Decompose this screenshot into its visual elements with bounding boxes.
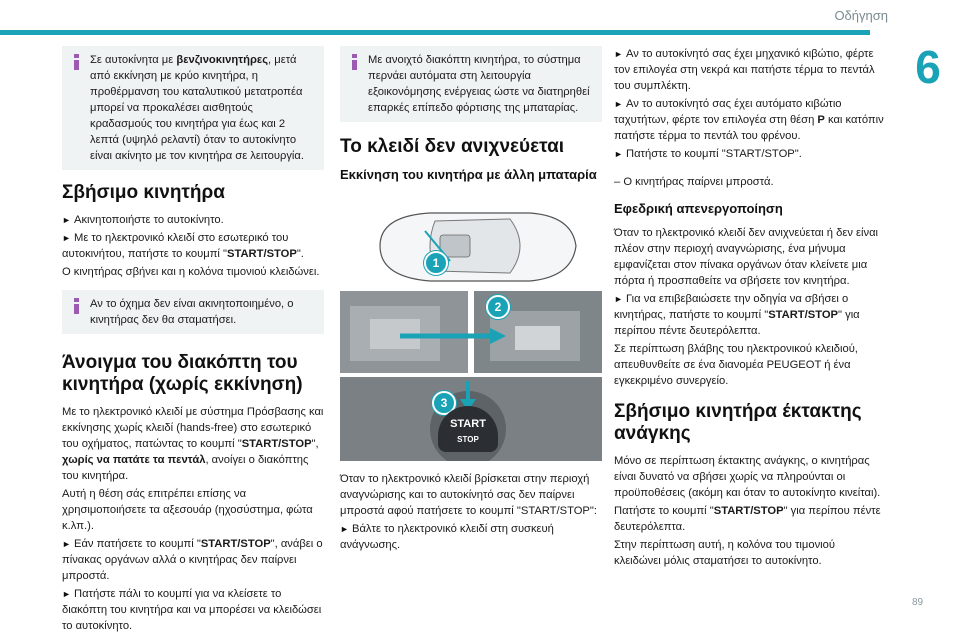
info-icon xyxy=(348,54,360,70)
paragraph: Όταν το ηλεκτρονικό κλειδί βρίσκεται στη… xyxy=(340,473,597,517)
start-stop-button-illustration: START STOP xyxy=(438,406,498,452)
column-2: Με ανοιχτό διακόπτη κινητήρα, το σύστημα… xyxy=(340,46,602,555)
section-title: Οδήγηση xyxy=(834,8,888,23)
list-item: ►Με το ηλεκτρονικό κλειδί στο εσωτερικό … xyxy=(62,232,304,260)
bullet-icon: ► xyxy=(62,589,71,599)
paragraph: Με το ηλεκτρονικό κλειδί με σύστημα Πρόσ… xyxy=(62,406,324,482)
list-item: ►Αν το αυτοκίνητό σας έχει αυτόματο κιβώ… xyxy=(614,98,884,142)
chapter-number: 6 xyxy=(915,41,941,93)
heading-emergency-stop: Σβήσιμο κινητήρα έκτακτης ανάγκης xyxy=(614,401,862,444)
illustration-svg xyxy=(340,191,602,461)
list-item: ►Εάν πατήσετε το κουμπί "START/STOP", αν… xyxy=(62,538,323,582)
heading-ignition: Άνοιγμα του διακόπτη του κινητήρα (χωρίς… xyxy=(62,352,303,395)
info-note: Σε αυτοκίνητα με βενζινοκινητήρες, μετά … xyxy=(62,46,324,170)
heading-start-other-battery: Εκκίνηση του κινητήρα με άλλη μπαταρία xyxy=(340,167,597,182)
heading-key-not-detected: Το κλειδί δεν ανιχνεύεται xyxy=(340,136,565,157)
heading-engine-stop: Σβήσιμο κινητήρα xyxy=(62,182,225,203)
page-number: 89 xyxy=(912,597,924,608)
info-note: Με ανοιχτό διακόπτη κινητήρα, το σύστημα… xyxy=(340,46,602,122)
bullet-icon: ► xyxy=(62,233,71,243)
top-bar xyxy=(0,30,870,35)
bullet-icon: ► xyxy=(614,99,623,109)
paragraph: Πατήστε το κουμπί "START/STOP" για περίπ… xyxy=(614,505,881,533)
paragraph: Αυτή η θέση σάς επιτρέπει επίσης να χρησ… xyxy=(62,488,313,532)
heading-backup-off: Εφεδρική απενεργοποίηση xyxy=(614,201,783,216)
list-item: ►Πατήστε πάλι το κουμπί για να κλείσετε … xyxy=(62,588,322,632)
step-badge-2: 2 xyxy=(486,295,510,319)
paragraph: Σε περίπτωση βλάβης του ηλεκτρονικού κλε… xyxy=(614,343,858,387)
info-note: Αν το όχημα δεν είναι ακινητοποιημένο, ο… xyxy=(62,290,324,334)
info-icon xyxy=(70,54,82,70)
list-item: ►Αν το αυτοκίνητό σας έχει μηχανικό κιβώ… xyxy=(614,48,875,92)
paragraph: Ο κινητήρας σβήνει και η κολόνα τιμονιού… xyxy=(62,266,320,278)
column-3: ►Αν το αυτοκίνητό σας έχει μηχανικό κιβώ… xyxy=(614,46,884,571)
bullet-icon: ► xyxy=(62,539,71,549)
info-icon xyxy=(70,298,82,314)
paragraph: Όταν το ηλεκτρονικό κλειδί δεν ανιχνεύετ… xyxy=(614,227,879,287)
bullet-icon: ► xyxy=(614,49,623,59)
paragraph: Στην περίπτωση αυτή, η κολόνα του τιμονι… xyxy=(614,539,835,567)
bullet-icon: ► xyxy=(614,294,623,304)
bullet-icon: ► xyxy=(340,524,349,534)
step-badge-1: 1 xyxy=(424,251,448,275)
list-item: ►Ακινητοποιήστε το αυτοκίνητο. xyxy=(62,214,224,226)
bullet-icon: ► xyxy=(62,215,71,225)
column-1: Σε αυτοκίνητα με βενζινοκινητήρες, μετά … xyxy=(62,46,324,636)
paragraph: Μόνο σε περίπτωση έκτακτης ανάγκης, ο κι… xyxy=(614,455,881,499)
list-item: ►Πατήστε το κουμπί "START/STOP". xyxy=(614,148,802,160)
bullet-icon: ► xyxy=(614,149,623,159)
illustration-start: 1 2 3 START STOP xyxy=(340,191,602,461)
result-line: – Ο κινητήρας παίρνει μπροστά. xyxy=(614,176,774,188)
list-item: ►Για να επιβεβαιώσετε την οδηγία να σβήσ… xyxy=(614,293,860,337)
step-badge-3: 3 xyxy=(432,391,456,415)
list-item: ►Βάλτε το ηλεκτρονικό κλειδί στη συσκευή… xyxy=(340,523,554,551)
